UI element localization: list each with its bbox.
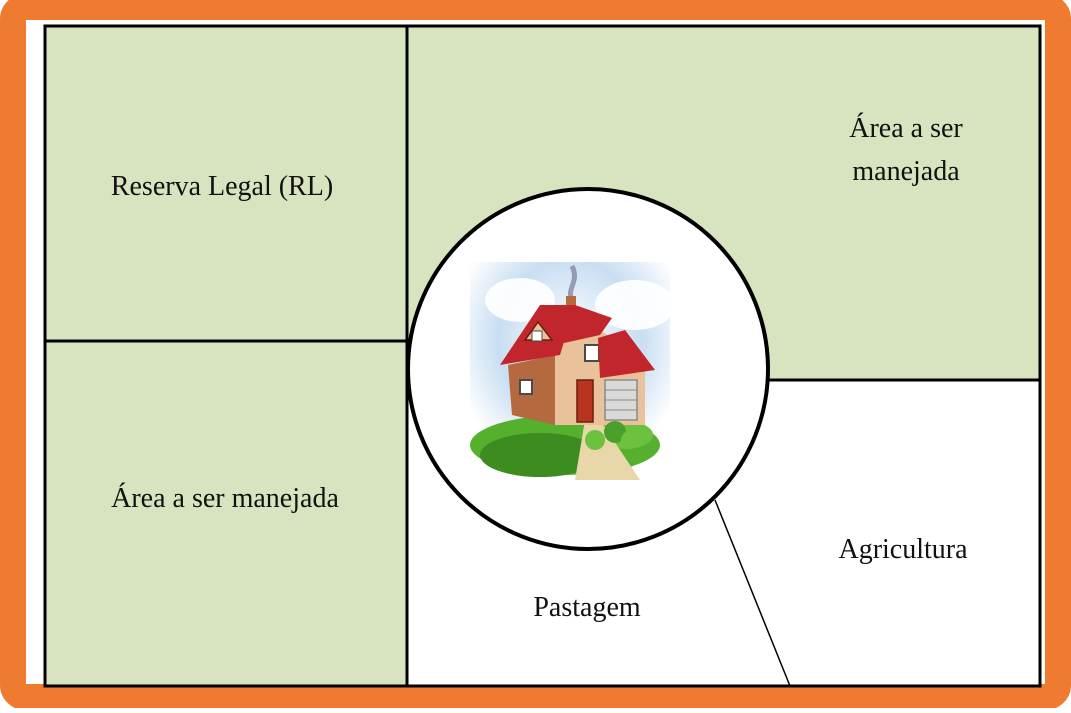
center-circle (406, 187, 770, 551)
label-area-manejada-left: Área a ser manejada (111, 483, 339, 514)
label-area-manejada-top-line2: manejada (852, 156, 960, 187)
label-agricultura: Agricultura (838, 534, 968, 565)
label-pastagem: Pastagem (533, 592, 641, 623)
region-reserva-legal (45, 26, 407, 341)
label-reserva-legal: Reserva Legal (RL) (111, 171, 333, 202)
label-area-manejada-top-line1: Área a ser (849, 113, 963, 144)
house-icon (470, 262, 675, 482)
region-area-manejada-left (45, 341, 407, 686)
